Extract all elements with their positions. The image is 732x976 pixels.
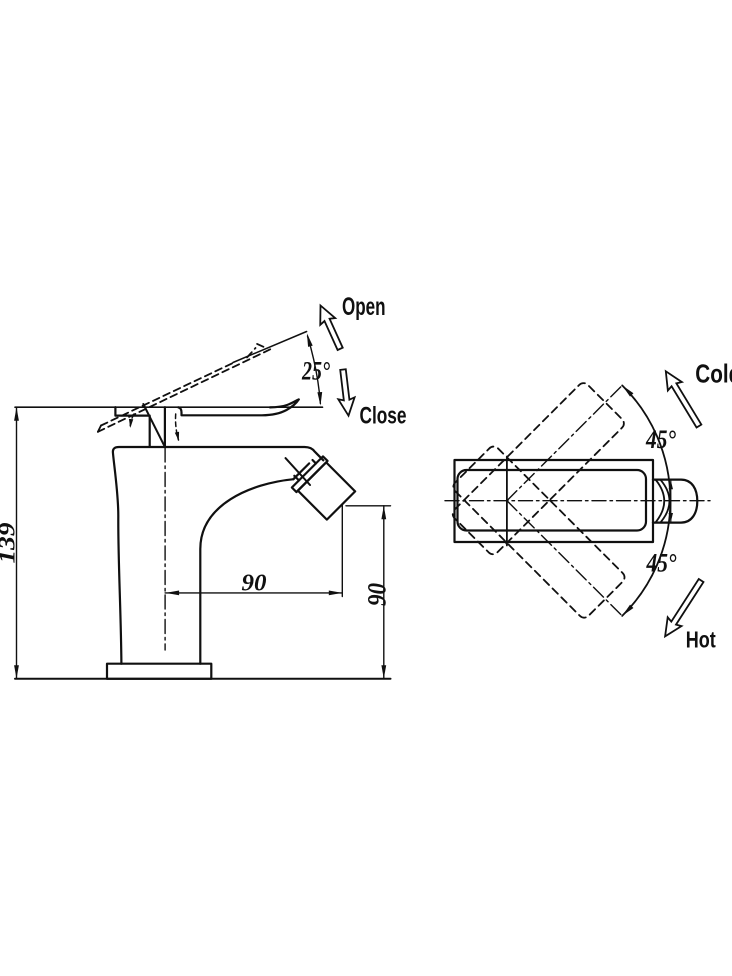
- svg-text:Open: Open: [342, 293, 386, 321]
- svg-text:90: 90: [363, 583, 392, 606]
- svg-text:45°: 45°: [645, 425, 676, 454]
- svg-text:45°: 45°: [646, 549, 677, 578]
- svg-text:25°: 25°: [301, 356, 330, 385]
- svg-text:Cold: Cold: [695, 359, 732, 389]
- svg-text:Close: Close: [360, 403, 407, 430]
- svg-text:139: 139: [0, 522, 20, 564]
- svg-text:90: 90: [242, 571, 267, 597]
- svg-text:Hot: Hot: [686, 626, 716, 652]
